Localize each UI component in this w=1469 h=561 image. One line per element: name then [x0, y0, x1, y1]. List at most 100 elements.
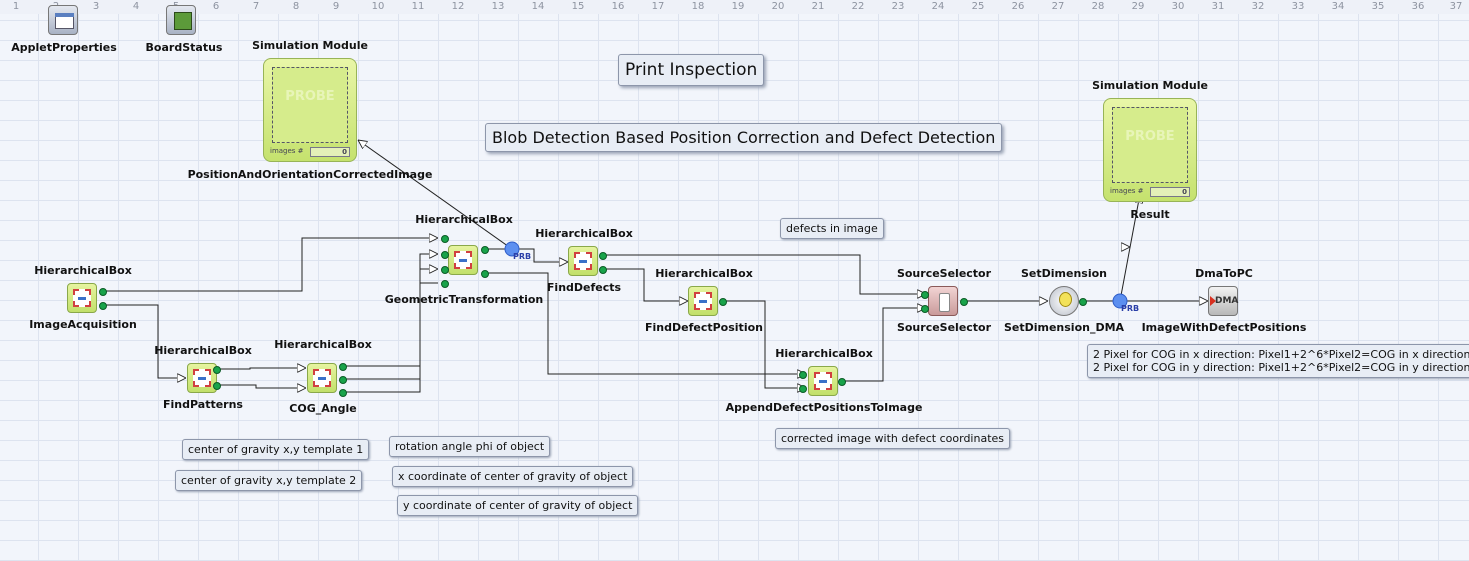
- append-defect-positions-module[interactable]: [808, 366, 838, 396]
- probe-screen: [1112, 107, 1188, 183]
- module-type-label: DmaToPC: [1195, 267, 1253, 280]
- applet-properties-icon[interactable]: [48, 5, 78, 35]
- module-name-label: GeometricTransformation: [384, 293, 544, 306]
- board-status-icon[interactable]: [166, 5, 196, 35]
- probe2-name: Result: [1130, 208, 1170, 221]
- output-port[interactable]: [719, 298, 727, 306]
- ruler-number: 11: [411, 1, 425, 12]
- set-dimension-module[interactable]: [1049, 286, 1079, 316]
- output-port[interactable]: [960, 298, 968, 306]
- wire-acq-geo: [104, 238, 438, 292]
- input-port[interactable]: [441, 266, 449, 274]
- module-type-label: HierarchicalBox: [535, 227, 633, 240]
- output-port[interactable]: [213, 382, 221, 390]
- output-port[interactable]: [599, 252, 607, 260]
- input-port[interactable]: [441, 251, 449, 259]
- module-name-label: AppendDefectPositionsToImage: [725, 401, 923, 414]
- wire-cog-geo3: [344, 282, 438, 393]
- module-name-label: SetDimension_DMA: [1003, 321, 1125, 334]
- input-port[interactable]: [921, 305, 929, 313]
- probe-counter: images #0: [1110, 187, 1190, 197]
- ruler-number: 24: [931, 1, 945, 12]
- dma-to-pc-module[interactable]: DMA: [1208, 286, 1238, 316]
- output-port[interactable]: [339, 363, 347, 371]
- hierarchical-box-icon: [814, 372, 832, 390]
- prb-tap-2: [1112, 293, 1128, 309]
- output-port[interactable]: [213, 366, 221, 374]
- output-port[interactable]: [1079, 298, 1087, 306]
- ruler-number: 37: [1449, 1, 1463, 12]
- ruler-number: 26: [1011, 1, 1025, 12]
- image-acquisition-module[interactable]: [67, 283, 97, 313]
- ruler-number: 17: [651, 1, 665, 12]
- find-patterns-module[interactable]: [187, 363, 217, 393]
- ruler-number: 8: [292, 1, 300, 12]
- wire-pat-cog1: [218, 368, 306, 369]
- wire-cog-geo2: [344, 269, 438, 380]
- note-cog-template-1: center of gravity x,y template 1: [182, 439, 370, 460]
- find-defects-module[interactable]: [568, 246, 598, 276]
- find-defect-position-module[interactable]: [688, 286, 718, 316]
- prb-tap-1: [504, 241, 520, 257]
- ruler-number: 35: [1371, 1, 1385, 12]
- ruler-number: 28: [1091, 1, 1105, 12]
- note-rotation-angle: rotation angle phi of object: [389, 436, 551, 457]
- ruler-number: 22: [851, 1, 865, 12]
- wire-app-src: [842, 308, 926, 382]
- ruler-number: 32: [1251, 1, 1265, 12]
- probe-watermark: PROBE: [1125, 129, 1175, 144]
- probe1-header: Simulation Module: [252, 39, 368, 52]
- images-label: images #: [270, 147, 304, 155]
- play-arrow-icon: [1210, 296, 1216, 306]
- output-port[interactable]: [339, 376, 347, 384]
- input-port[interactable]: [921, 291, 929, 299]
- input-port[interactable]: [441, 235, 449, 243]
- ruler-number: 6: [212, 1, 220, 12]
- prb-label: PRB: [1121, 304, 1140, 313]
- output-port[interactable]: [99, 302, 107, 310]
- output-port[interactable]: [481, 246, 489, 254]
- output-port[interactable]: [339, 389, 347, 397]
- wire-fdef-fpos: [604, 268, 688, 301]
- wire-pat-cog2: [218, 385, 306, 388]
- ruler-number: 27: [1051, 1, 1065, 12]
- column-ruler: 1 2 3 4 5 6 7 8 9 10 11 12 13 14 15 16 1…: [0, 0, 1469, 14]
- input-port[interactable]: [799, 371, 807, 379]
- wire-prb2-probe2: [1119, 194, 1140, 302]
- output-port[interactable]: [838, 378, 846, 386]
- module-type-label: HierarchicalBox: [34, 264, 132, 277]
- module-name-label: FindPatterns: [163, 398, 243, 411]
- output-port[interactable]: [599, 266, 607, 274]
- note-corrected-image: corrected image with defect coordinates: [775, 428, 1011, 449]
- ruler-number: 3: [92, 1, 100, 12]
- module-type-label: HierarchicalBox: [154, 344, 252, 357]
- wire-prb-probe1: [358, 140, 513, 250]
- probe2-header: Simulation Module: [1092, 79, 1208, 92]
- geometric-transformation-module[interactable]: [448, 245, 478, 275]
- output-port[interactable]: [99, 288, 107, 296]
- module-type-label: HierarchicalBox: [415, 213, 513, 226]
- ruler-number: 18: [691, 1, 705, 12]
- cog-angle-module[interactable]: [307, 363, 337, 393]
- ruler-number: 14: [531, 1, 545, 12]
- ruler-number: 31: [1211, 1, 1225, 12]
- input-port[interactable]: [799, 385, 807, 393]
- module-name-label: SourceSelector: [896, 321, 992, 334]
- source-selector-module[interactable]: [928, 286, 958, 316]
- note-defects-in-image: defects in image: [780, 218, 884, 239]
- ruler-number: 29: [1131, 1, 1145, 12]
- note-line-y: 2 Pixel for COG in y direction: Pixel1+2…: [1093, 361, 1469, 374]
- input-port[interactable]: [441, 280, 449, 288]
- page-subtitle: Blob Detection Based Position Correction…: [485, 123, 1003, 152]
- hierarchical-box-icon: [313, 369, 331, 387]
- output-port[interactable]: [481, 270, 489, 278]
- wire-prb-fdef: [512, 248, 568, 262]
- ruler-number: 20: [771, 1, 785, 12]
- simulation-probe-2[interactable]: PROBE images #0: [1103, 98, 1197, 202]
- simulation-probe-1[interactable]: PROBE images #0: [263, 58, 357, 162]
- images-count: 0: [310, 147, 350, 157]
- ruler-number: 16: [611, 1, 625, 12]
- probe-counter: images # 0: [270, 147, 350, 157]
